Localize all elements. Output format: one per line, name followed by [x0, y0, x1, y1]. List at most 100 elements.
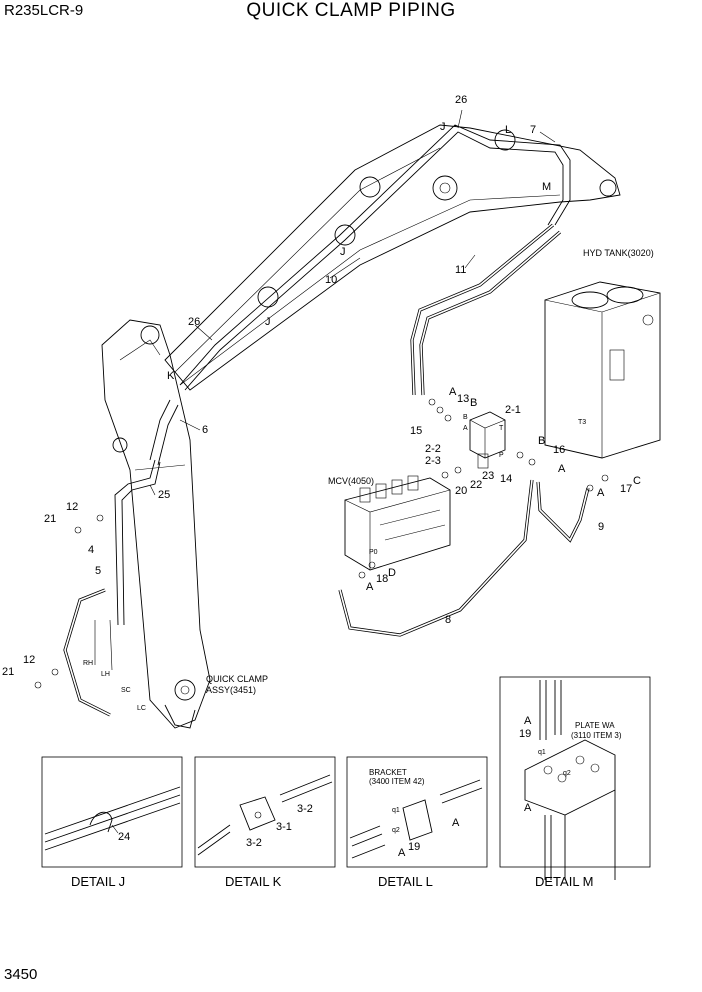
- callout-25: 25: [158, 489, 170, 501]
- port-a: A: [463, 425, 468, 432]
- mcv-label: MCV(4050): [328, 476, 374, 486]
- callout-10: 10: [325, 274, 337, 286]
- callout-13: 13: [457, 393, 469, 405]
- callout-12a: 12: [66, 501, 78, 513]
- callout-j-b: J: [340, 246, 346, 258]
- callout-16: 16: [553, 444, 565, 456]
- page-title: QUICK CLAMP PIPING: [246, 0, 456, 21]
- arm-structure: [101, 319, 211, 729]
- callout-d: D: [388, 567, 396, 579]
- port-lh: LH: [101, 671, 110, 678]
- bracket-label-2: (3400 ITEM 42): [369, 777, 425, 786]
- mcv-valve: [344, 475, 451, 571]
- callout-4: 4: [88, 544, 94, 556]
- port-t: T: [499, 425, 504, 432]
- bracket-label-1: BRACKET: [369, 768, 407, 777]
- port-lc: LC: [137, 705, 146, 712]
- hydraulic-tank: [544, 281, 661, 459]
- callout-l: L: [505, 124, 511, 136]
- callout-11: 11: [455, 264, 466, 276]
- callout-14: 14: [500, 473, 512, 485]
- detail-l-q1: q1: [392, 807, 400, 814]
- callout-26b: 26: [188, 316, 200, 328]
- valve-block-2-1: [469, 411, 506, 469]
- detail-l-title: DETAIL L: [378, 874, 433, 889]
- port-b: B: [463, 414, 468, 421]
- callout-21b: 21: [2, 666, 14, 678]
- callout-a3: A: [597, 487, 605, 499]
- detail-j-drawing: 24: [44, 786, 181, 851]
- detail-l-a2: A: [398, 847, 406, 859]
- callout-22: 22: [470, 479, 482, 491]
- detail-m-19: 19: [519, 728, 531, 740]
- callout-9: 9: [598, 521, 604, 533]
- callout-20: 20: [455, 485, 467, 497]
- detail-j-title: DETAIL J: [71, 874, 125, 889]
- callout-15: 15: [410, 425, 422, 437]
- detail-m-frame: [499, 676, 651, 868]
- detail-m-q2: q2: [563, 770, 571, 777]
- detail-l-drawing: BRACKET (3400 ITEM 42) q1 q2 A A 19: [349, 768, 483, 859]
- boom-pipe-10: [149, 124, 571, 466]
- detail-k-3-1: 3-1: [276, 821, 292, 833]
- callout-5: 5: [95, 565, 101, 577]
- quick-clamp-label-2: ASSY(3451): [206, 685, 256, 695]
- callout-a2: A: [558, 463, 566, 475]
- detail-l-frame: [346, 756, 488, 868]
- detail-k-frame: [194, 756, 336, 868]
- callout-2-3: 2-3: [425, 455, 441, 467]
- callout-a1: A: [449, 386, 457, 398]
- callout-b1: B: [470, 397, 477, 409]
- callout-26a: 26: [455, 94, 467, 106]
- page-number: 3450: [4, 966, 38, 983]
- hose-8: [338, 479, 534, 637]
- callout-j-c: J: [265, 316, 271, 328]
- port-sc: SC: [121, 687, 131, 694]
- callout-a4: A: [366, 581, 374, 593]
- callout-7: 7: [530, 124, 536, 136]
- detail-k-drawing: 3-2 3-1 3-2: [197, 774, 333, 856]
- detail-j-frame: [41, 756, 183, 868]
- callout-6: 6: [202, 424, 208, 436]
- arm-pipes: [63, 459, 161, 717]
- fittings: [34, 109, 609, 689]
- callout-j-a: J: [440, 121, 446, 133]
- hose-9: [536, 481, 590, 543]
- callout-18: 18: [376, 573, 388, 585]
- plate-label-1: PLATE WA: [575, 721, 615, 730]
- model-code: R235LCR-9: [4, 2, 84, 19]
- callout-2-1: 2-1: [505, 404, 521, 416]
- port-p: P: [499, 452, 504, 459]
- callout-m: M: [542, 181, 551, 193]
- callout-c: C: [633, 475, 641, 487]
- port-p0: P0: [369, 549, 378, 556]
- detail-m-a2: A: [524, 802, 532, 814]
- detail-l-19: 19: [408, 841, 420, 853]
- callout-8: 8: [445, 614, 451, 626]
- callout-23: 23: [482, 470, 494, 482]
- hyd-tank-label: HYD TANK(3020): [583, 248, 654, 258]
- plate-label-2: (3110 ITEM 3): [571, 731, 622, 740]
- detail-k-3-2a: 3-2: [297, 803, 313, 815]
- callout-k: K: [167, 370, 175, 382]
- quick-clamp-label-1: QUICK CLAMP: [206, 674, 268, 684]
- detail-m-q1: q1: [538, 749, 546, 756]
- detail-m-title: DETAIL M: [535, 874, 594, 889]
- callout-12b: 12: [23, 654, 35, 666]
- callout-b2: B: [538, 435, 545, 447]
- detail-m-drawing: A 19 q1 q2 A PLATE WA (3110 ITEM 3): [519, 680, 622, 880]
- detail-k-3-2b: 3-2: [246, 837, 262, 849]
- boom-structure: [164, 124, 621, 391]
- detail-m-a1: A: [524, 715, 532, 727]
- port-rh: RH: [83, 660, 93, 667]
- callout-21a: 21: [44, 513, 56, 525]
- port-t3: T3: [578, 419, 586, 426]
- detail-k-title: DETAIL K: [225, 874, 282, 889]
- detail-l-a1: A: [452, 817, 460, 829]
- hose-11: [410, 223, 562, 396]
- callout-17: 17: [620, 483, 632, 495]
- detail-j-24: 24: [118, 831, 130, 843]
- callout-2-2: 2-2: [425, 443, 441, 455]
